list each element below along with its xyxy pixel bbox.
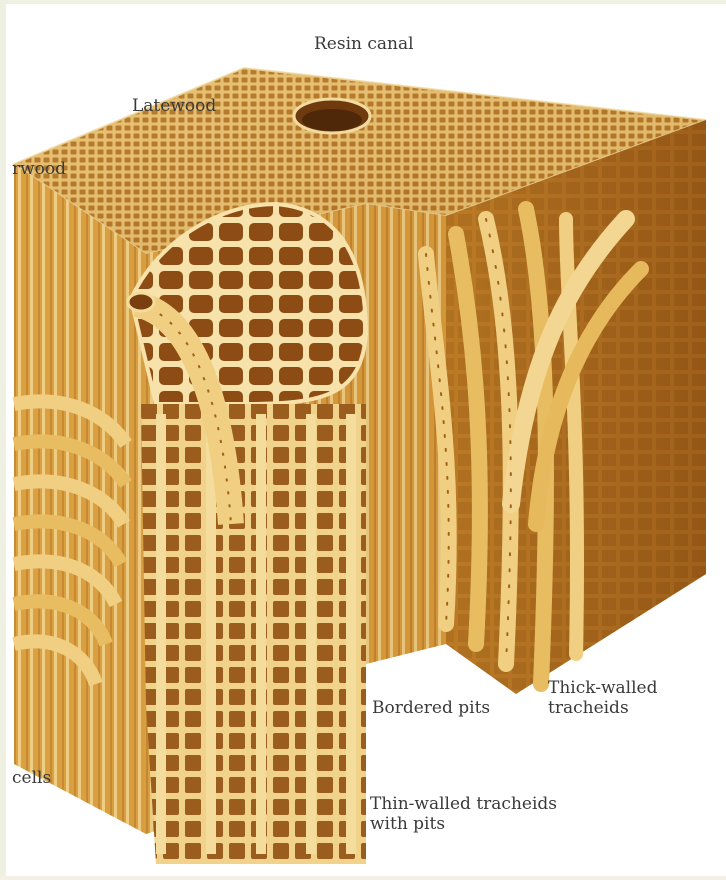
label-thin-walled-line1: Thin-walled tracheids	[370, 794, 557, 814]
label-thin-walled-tracheids: Thin-walled tracheids with pits	[370, 794, 557, 834]
label-resin-canal: Resin canal	[314, 34, 414, 54]
label-thick-walled-line1: Thick-walled	[548, 678, 658, 698]
label-earlywood-partial: rwood	[12, 159, 66, 179]
label-latewood: Latewood	[132, 96, 216, 116]
wood-block-illustration	[6, 4, 726, 880]
label-thick-walled-line2: tracheids	[548, 698, 658, 718]
label-bordered-pits: Bordered pits	[372, 698, 490, 718]
label-cells-partial: cells	[12, 768, 51, 788]
label-thin-walled-line2: with pits	[370, 814, 557, 834]
label-thick-walled-tracheids: Thick-walled tracheids	[548, 678, 658, 718]
